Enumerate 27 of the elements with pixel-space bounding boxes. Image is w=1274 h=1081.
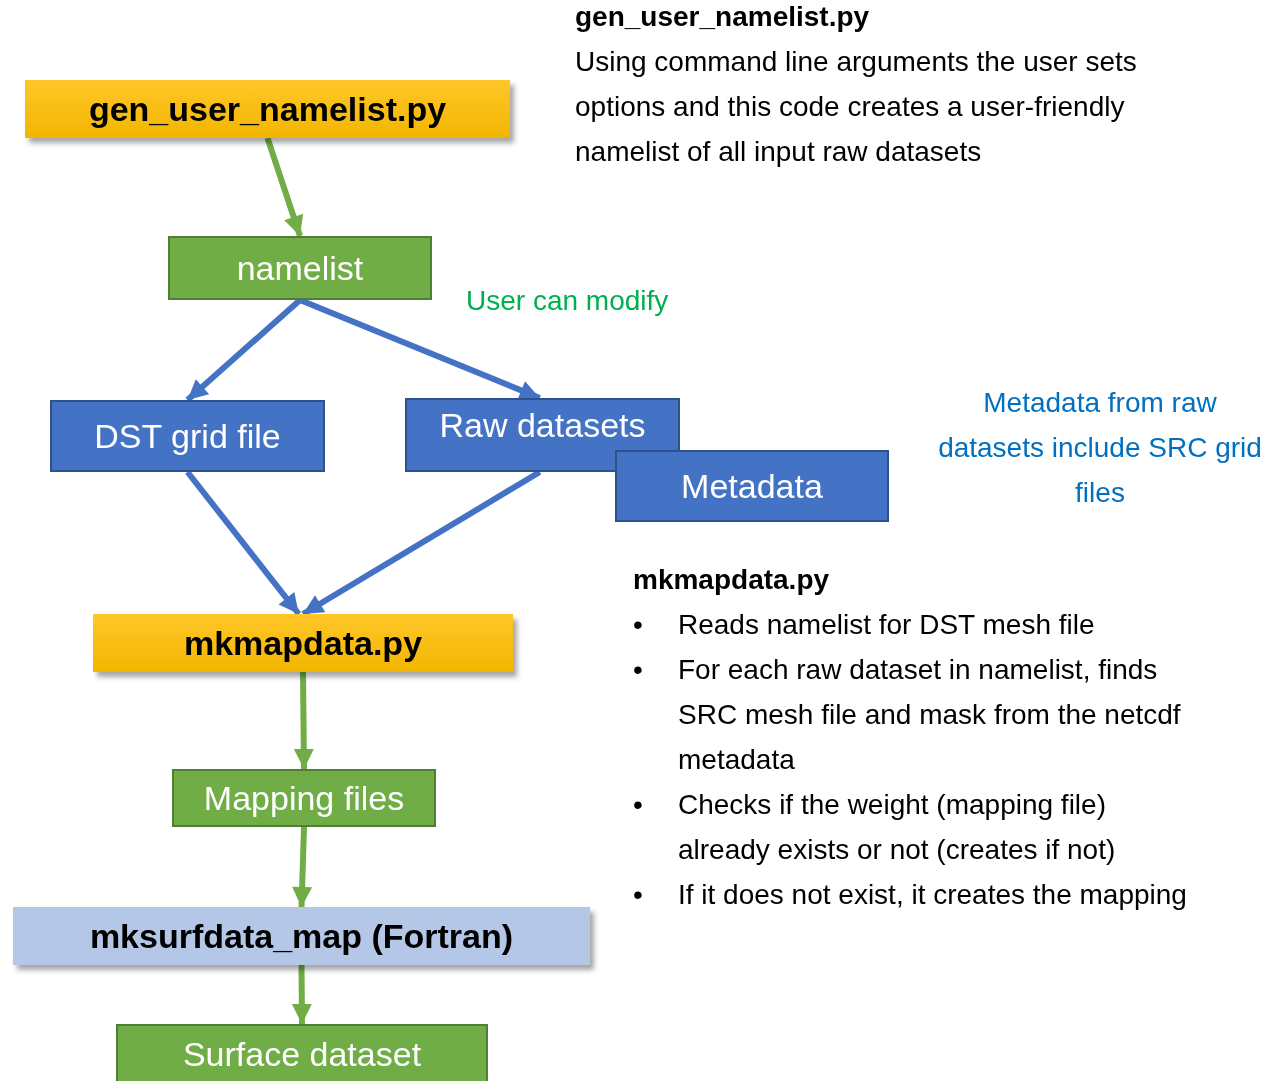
process-box: DST grid file [50, 400, 325, 472]
arrow [264, 137, 304, 237]
note: User can modify [466, 284, 670, 318]
heading: mkmapdata.py [633, 563, 831, 597]
heading: gen_user_namelist.py [575, 0, 871, 34]
file-box: namelist [168, 236, 432, 300]
program-box: mksurfdata_map (Fortran) [13, 907, 590, 965]
arrow [185, 470, 302, 616]
bullet-marker: • [633, 788, 644, 822]
script-box: mkmapdata.py [93, 614, 513, 672]
bullet-item: Reads namelist for DST mesh file [678, 608, 1096, 642]
bullet-item: If it does not exist, it creates the mapping [678, 878, 1188, 912]
file-box: Mapping files [172, 769, 436, 827]
bullet-item: For each raw dataset in namelist, finds SRC mesh file and mask from the netcdf metadata [678, 653, 1182, 777]
process-box: Raw datasets [405, 398, 680, 472]
arrow [292, 826, 313, 908]
bullet-marker: • [633, 608, 644, 642]
description: Using command line arguments the user sets options and this code creates a user-friendly namelist of all input raw datasets [575, 45, 1138, 169]
bullet-marker: • [633, 653, 644, 687]
script-box: gen_user_namelist.py [25, 80, 510, 138]
process-box: Metadata [615, 450, 889, 522]
file-box: Surface dataset [116, 1024, 488, 1081]
bullet-marker: • [633, 878, 644, 912]
arrow [291, 964, 312, 1025]
note: Metadata from raw datasets include SRC grid files [937, 386, 1263, 510]
bullet-item: Checks if the weight (mapping file) already exists or not (creates if not) [678, 788, 1117, 867]
arrow [293, 671, 314, 770]
